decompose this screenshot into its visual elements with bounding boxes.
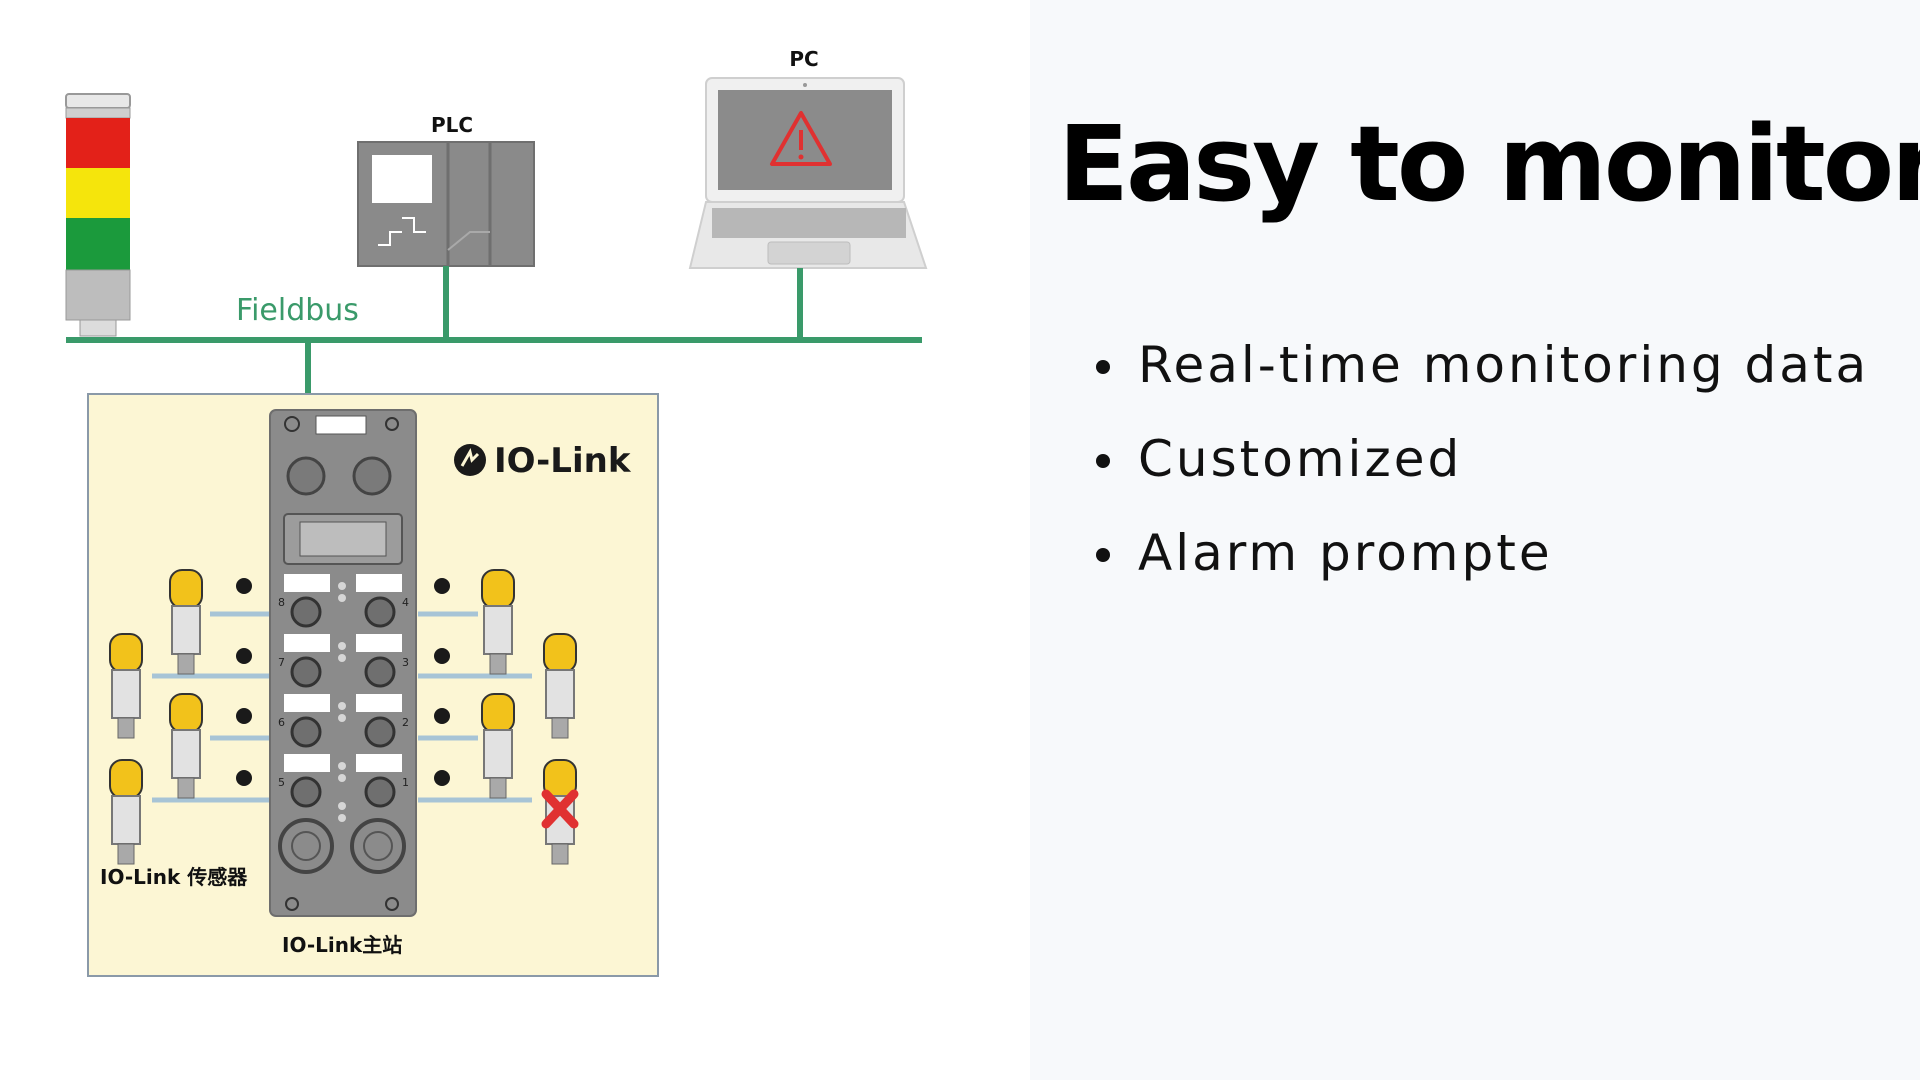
text-panel: Easy to monitor Real-time monitoring dat… [1030,0,1920,1080]
bullet-item: Alarm prompte [1090,528,1890,578]
pc-label: PC [789,47,818,71]
sensor [481,569,515,675]
signal-tower [65,93,131,337]
master-label: IO-Link主站 [282,933,402,957]
port-number: 8 [278,596,285,609]
bullet-dot-icon [1096,548,1110,562]
iolink-symbols [236,578,450,786]
sensor [109,759,143,865]
fieldbus-line [66,266,922,412]
port-row-1 [284,574,402,628]
port-row-3 [284,694,402,748]
svg-text:IO-Link: IO-Link [494,441,632,481]
port-number: 1 [402,776,409,789]
sensor-label: IO-Link 传感器 [100,865,248,889]
port-number: 7 [278,656,285,669]
port-row-4 [284,754,402,808]
diagram-svg: PLC PC [65,47,928,977]
bullet-item: Real-time monitoring data [1090,340,1890,390]
bullet-item: Customized [1090,434,1890,484]
fieldbus-label: Fieldbus [236,293,359,328]
sensor [169,569,203,675]
sensor [543,633,577,739]
port-number: 4 [402,596,409,609]
plc-label: PLC [431,113,473,137]
port-number: 3 [402,656,409,669]
red-light [66,118,130,168]
green-light [66,218,130,270]
iolink-sensors [109,569,579,865]
port-number: 5 [278,776,285,789]
bullet-list: Real-time monitoring data Customized Ala… [1090,340,1890,622]
plc-device [357,141,535,267]
sensor-alarm [541,759,579,865]
iolink-master-module: 8 7 6 5 4 3 2 1 [269,409,417,917]
port-number: 2 [402,716,409,729]
port-row-2 [284,634,402,688]
port-number: 6 [278,716,285,729]
warning-icon [770,111,832,166]
slide-title: Easy to monitor [1058,103,1920,225]
sensor [169,693,203,799]
yellow-light [66,168,130,218]
sensor [109,633,143,739]
network-diagram: PLC PC [65,47,928,977]
iolink-logo: IO-Link [454,441,632,481]
sensor-cables [152,611,532,803]
alarm-x-icon [541,789,579,829]
bullet-dot-icon [1096,454,1110,468]
pc-laptop [688,77,928,269]
sensor [481,693,515,799]
bullet-dot-icon [1096,360,1110,374]
